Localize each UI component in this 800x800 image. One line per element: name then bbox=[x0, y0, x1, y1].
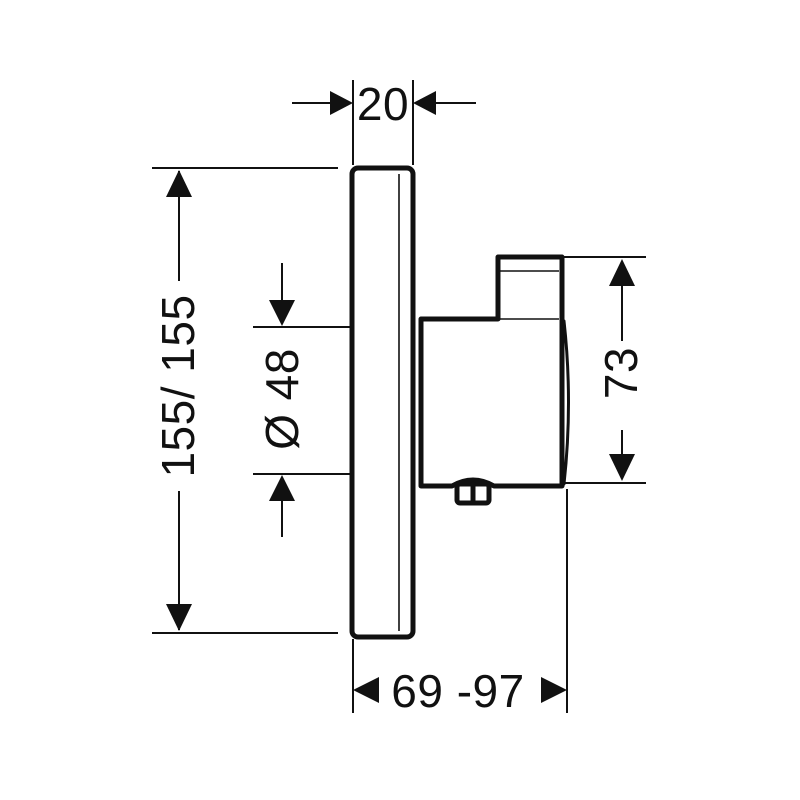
faceplate-outline bbox=[349, 165, 416, 640]
dimension-plate-size: 155/ 155 bbox=[152, 167, 338, 634]
dim-label-handle-diameter: Ø 48 bbox=[256, 348, 308, 450]
valve-body bbox=[418, 254, 570, 506]
arrowhead-down-icon bbox=[166, 604, 192, 631]
valve-silhouette bbox=[418, 254, 565, 489]
faceplate bbox=[349, 165, 416, 640]
dimension-handle-diameter: Ø 48 bbox=[253, 263, 350, 537]
dim-label-handle-height: 73 bbox=[595, 347, 647, 399]
dimension-plate-depth: 20 bbox=[292, 78, 476, 165]
arrowhead-right-icon bbox=[330, 91, 353, 115]
arrowhead-up-icon bbox=[609, 259, 635, 286]
arrowhead-left-icon bbox=[353, 677, 379, 703]
arrowhead-down-icon bbox=[609, 454, 635, 481]
bottom-nub bbox=[454, 481, 492, 506]
dimension-install-depth: 69 -97 bbox=[352, 489, 568, 717]
dim-label-install-depth: 69 -97 bbox=[391, 665, 524, 717]
dim-label-plate-depth: 20 bbox=[357, 78, 409, 130]
arrowhead-down-icon bbox=[269, 300, 295, 326]
handle-front-arc bbox=[562, 319, 570, 486]
dim-label-plate-size: 155/ 155 bbox=[152, 294, 204, 477]
dimension-handle-height: 73 bbox=[560, 256, 647, 484]
arrowhead-left-icon bbox=[413, 91, 436, 115]
arrowhead-right-icon bbox=[541, 677, 567, 703]
arrowhead-up-icon bbox=[166, 170, 192, 197]
arrowhead-up-icon bbox=[269, 475, 295, 501]
